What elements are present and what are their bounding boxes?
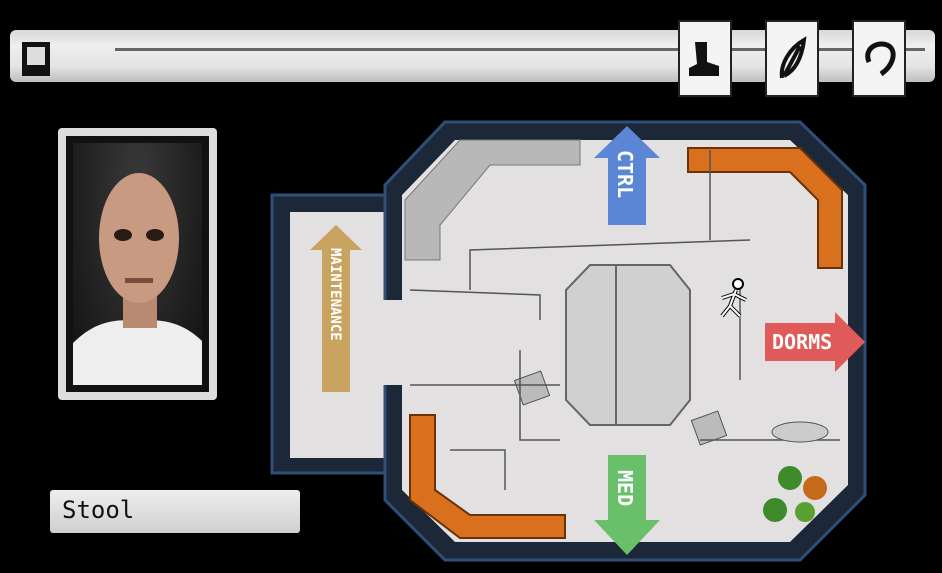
- player-character: [720, 278, 747, 318]
- couch: [409, 414, 566, 539]
- cable: [409, 150, 840, 490]
- couch: [687, 147, 843, 269]
- boot-icon: [689, 41, 719, 76]
- floor-item: [771, 421, 829, 443]
- rotate-tool-button[interactable]: [852, 20, 906, 97]
- ctrl-label: CTRL: [613, 150, 637, 198]
- character-portrait: [58, 128, 217, 400]
- med-exit-arrow[interactable]: MED: [594, 455, 660, 555]
- med-label: MED: [613, 470, 637, 506]
- bald-man-portrait: [73, 173, 202, 385]
- table: [565, 264, 691, 426]
- plant: [763, 466, 827, 522]
- dorms-exit-arrow[interactable]: DORMS: [765, 312, 865, 372]
- phone-icon[interactable]: [22, 42, 50, 76]
- status-bar-line: [115, 48, 925, 51]
- stool: [513, 370, 551, 406]
- leaf-icon: [779, 35, 807, 78]
- boot-tool-button[interactable]: [678, 20, 732, 97]
- maintenance-exit-arrow[interactable]: MAINTENANCE: [310, 225, 362, 392]
- leaf-tool-button[interactable]: [765, 20, 819, 97]
- maintenance-label: MAINTENANCE: [327, 248, 343, 341]
- ctrl-exit-arrow[interactable]: CTRL: [594, 126, 660, 225]
- dorms-label: DORMS: [772, 330, 832, 354]
- selected-object-label: Stool: [50, 490, 300, 533]
- kitchen-counter: [404, 139, 581, 261]
- rotate-icon: [865, 41, 896, 76]
